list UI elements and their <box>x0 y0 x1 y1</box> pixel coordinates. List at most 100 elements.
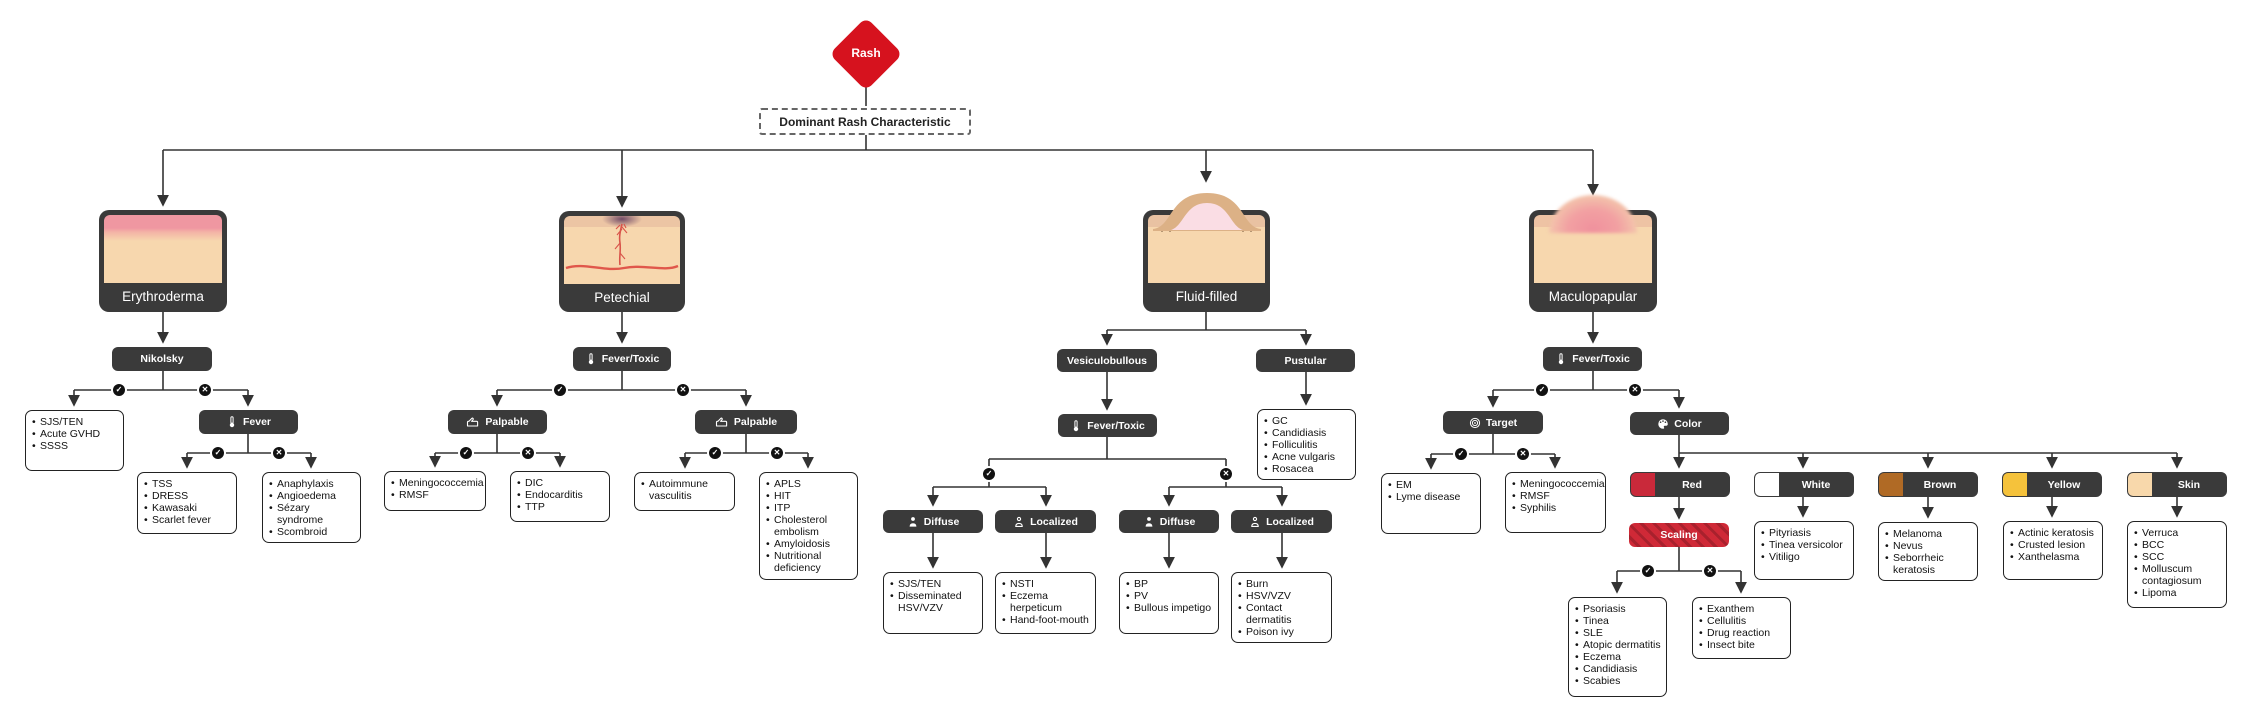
list-item: Candidiasis <box>1575 663 1662 675</box>
yes-indicator: ✓ <box>460 447 472 459</box>
list-item: Meningococcemia <box>1512 478 1605 490</box>
list-item: RMSF <box>1512 490 1601 502</box>
thermometer-icon <box>588 353 593 365</box>
list-item: Sézary syndrome <box>269 502 356 526</box>
list-item: Drug reaction <box>1699 627 1786 639</box>
list-item: SCC <box>2134 551 2222 563</box>
pill-palpable-afebrile: Palpable <box>695 410 797 434</box>
list-palpable-afebrile-negative: APLSHITITPCholesterol embolismAmyloidosi… <box>759 472 858 580</box>
list-item: Meningococcemia <box>391 477 484 489</box>
color-label: Skin <box>2177 478 2201 491</box>
list-item: Eczema herpeticum <box>1002 590 1091 614</box>
color-label: Brown <box>1923 478 1957 491</box>
category-label: Fluid-filled <box>1175 289 1238 304</box>
list-item: Amyloidosis <box>766 538 853 550</box>
list-item: PV <box>1126 590 1214 602</box>
petechial-skin-illustration <box>564 216 680 284</box>
list-item: Contact dermatitis <box>1238 602 1327 626</box>
list-item: HIT <box>766 490 853 502</box>
list-item: BP <box>1126 578 1214 590</box>
blister-bump-graphic <box>1152 193 1261 231</box>
list-item: Lyme disease <box>1388 491 1476 503</box>
no-indicator: ✕ <box>522 447 534 459</box>
pill-label: Nikolsky <box>140 353 184 365</box>
pill-label: Diffuse <box>1159 515 1196 528</box>
list-item: Disseminated HSV/VZV <box>890 590 978 614</box>
pill-target: Target <box>1443 411 1543 434</box>
pill-label: Fever/Toxic <box>601 353 660 365</box>
list-item: Tinea versicolor <box>1761 539 1849 551</box>
list-item: TTP <box>517 501 605 513</box>
yes-indicator: ✓ <box>709 447 721 459</box>
color-node-white: White <box>1754 472 1854 497</box>
pill-color: Color <box>1630 412 1729 435</box>
pill-label: Color <box>1674 417 1702 430</box>
list-item: Atopic dermatitis <box>1575 639 1662 651</box>
pill-diffuse-afebrile: Diffuse <box>1119 510 1219 533</box>
list-item: SSSS <box>32 440 119 452</box>
no-indicator: ✕ <box>677 384 689 396</box>
list-item: SJS/TEN <box>32 416 119 428</box>
list-yellow: Actinic keratosisCrusted lesionXanthelas… <box>2003 521 2103 580</box>
list-item: Vitiligo <box>1761 551 1849 563</box>
list-localized-febrile: NSTIEczema herpeticumHand-foot-mouth <box>995 572 1096 634</box>
pill-label: Palpable <box>485 416 529 428</box>
list-item: Nevus <box>1885 540 1973 552</box>
thermometer-icon <box>229 416 235 428</box>
category-node-petechial: Petechial <box>559 211 685 312</box>
list-item: Actinic keratosis <box>2010 527 2098 539</box>
pill-label: Vesiculobullous <box>1067 354 1147 367</box>
pill-label: Diffuse <box>923 515 960 528</box>
list-item: Acne vulgaris <box>1264 451 1351 463</box>
list-item: Nutritional deficiency <box>766 550 853 574</box>
no-indicator: ✕ <box>1517 448 1529 460</box>
pill-scaling: Scaling <box>1629 523 1729 547</box>
list-item: EM <box>1388 479 1476 491</box>
list-item: Anaphylaxis <box>269 478 356 490</box>
white-swatch <box>1755 473 1779 496</box>
list-item: Bullous impetigo <box>1126 602 1214 614</box>
list-item: Scombroid <box>269 526 356 538</box>
pill-fever: Fever <box>199 410 298 434</box>
yes-indicator: ✓ <box>1536 384 1548 396</box>
list-item: Rosacea <box>1264 463 1351 475</box>
color-node-brown: Brown <box>1878 472 1978 497</box>
list-scaling-negative: ExanthemCellulitisDrug reactionInsect bi… <box>1692 597 1791 659</box>
pill-localized-afebrile: Localized <box>1231 510 1332 533</box>
category-node-erythroderma: Erythroderma <box>99 210 227 312</box>
list-item: SLE <box>1575 627 1662 639</box>
pill-label: Localized <box>1030 515 1078 528</box>
palette-icon <box>1658 418 1669 429</box>
list-item: Molluscum contagiosum <box>2134 563 2222 587</box>
list-item: ITP <box>766 502 853 514</box>
skin-swatch <box>2128 473 2152 496</box>
list-palpable-febrile-positive: MeningococcemiaRMSF <box>384 471 486 511</box>
list-item: HSV/VZV <box>1238 590 1327 602</box>
pill-nikolsky: Nikolsky <box>112 347 212 371</box>
list-item: Exanthem <box>1699 603 1786 615</box>
list-item: TSS <box>144 478 232 490</box>
list-item: Hand-foot-mouth <box>1002 614 1091 626</box>
list-diffuse-febrile: SJS/TENDisseminated HSV/VZV <box>883 572 983 634</box>
list-item: BCC <box>2134 539 2222 551</box>
list-diffuse-afebrile: BPPVBullous impetigo <box>1119 572 1219 634</box>
pill-fever-toxic-petechial: Fever/Toxic <box>573 347 671 371</box>
no-indicator: ✕ <box>1704 565 1716 577</box>
category-node-maculopapular: Maculopapular <box>1529 195 1657 312</box>
list-nikolsky-positive: SJS/TENAcute GVHDSSSS <box>25 410 124 471</box>
list-item: Verruca <box>2134 527 2222 539</box>
pill-fever-toxic-maculopapular: Fever/Toxic <box>1543 347 1642 371</box>
list-item: Poison ivy <box>1238 626 1327 638</box>
hand-icon <box>467 417 479 427</box>
no-indicator: ✕ <box>273 447 285 459</box>
list-item: Syphilis <box>1512 502 1601 514</box>
list-item: Autoimmune vasculitis <box>641 478 730 502</box>
thermometer-icon <box>1559 353 1564 365</box>
yes-indicator: ✓ <box>554 384 566 396</box>
list-target-positive: EMLyme disease <box>1381 473 1481 534</box>
list-item: SJS/TEN <box>890 578 978 590</box>
yes-indicator: ✓ <box>113 384 125 396</box>
pill-fever-toxic-vesiculobullous: Fever/Toxic <box>1058 414 1157 437</box>
list-item: Candidiasis <box>1264 427 1351 439</box>
